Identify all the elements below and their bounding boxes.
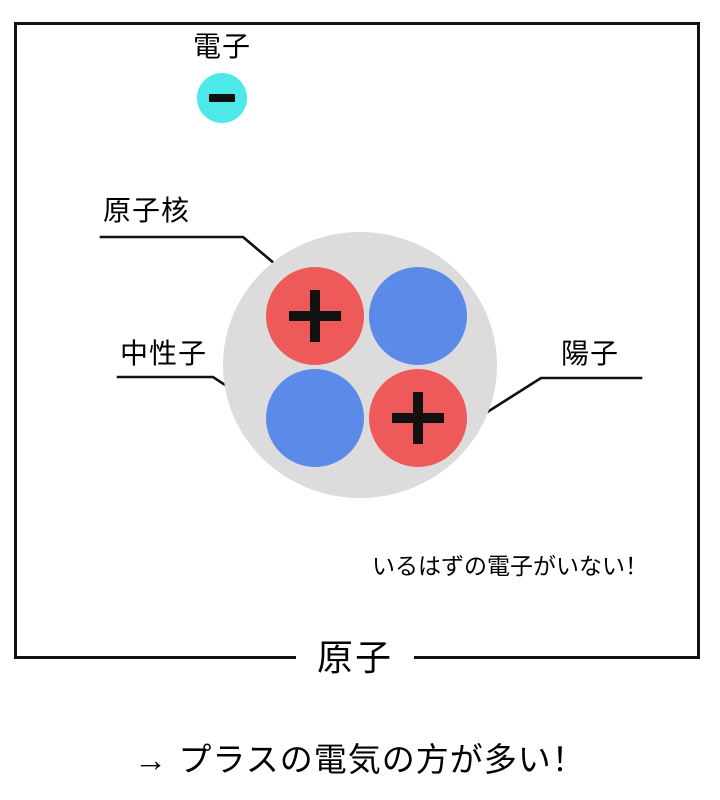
callout-proton-label: 陽子	[561, 338, 620, 369]
proton-top-left	[266, 267, 364, 365]
electron-particle	[197, 73, 247, 123]
atom-frame-caption: 原子	[296, 634, 414, 682]
callout-nucleus-label: 原子核	[103, 195, 191, 226]
minus-sign-icon	[209, 94, 235, 102]
electron-label: 電子	[192, 31, 251, 62]
missing-electron-note: いるはずの電子がいない！	[372, 553, 648, 579]
neutron-top-right	[369, 267, 467, 365]
proton-bottom-right	[369, 369, 467, 467]
plus-sign-icon	[413, 392, 423, 444]
plus-sign-icon	[310, 290, 320, 342]
callout-neutron-label: 中性子	[120, 338, 208, 369]
conclusion-text: → プラスの電気の方が多い！	[134, 741, 586, 778]
neutron-bottom-left	[266, 369, 364, 467]
electron-group: 電子	[160, 30, 284, 130]
nucleus-body	[223, 232, 497, 498]
